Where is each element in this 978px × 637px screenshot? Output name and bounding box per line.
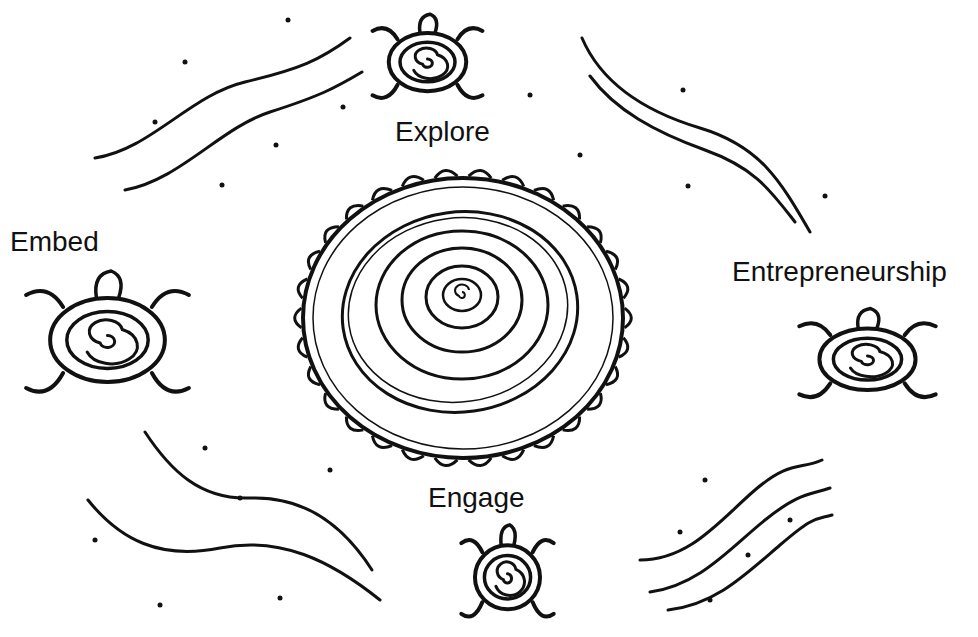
sun-ray bbox=[625, 308, 632, 328]
sun bbox=[295, 170, 632, 465]
sun-ring bbox=[336, 204, 579, 417]
dot bbox=[708, 598, 713, 603]
dot bbox=[93, 538, 98, 543]
turtle-icon bbox=[365, 8, 490, 112]
turtle-stroke bbox=[152, 373, 189, 392]
turtle-stroke bbox=[26, 291, 63, 307]
wave bbox=[668, 515, 832, 610]
turtle-stroke bbox=[461, 540, 482, 552]
sun-ring bbox=[402, 248, 522, 352]
dot bbox=[278, 596, 283, 601]
sun-ring bbox=[376, 231, 548, 379]
node-label: Engage bbox=[428, 482, 525, 514]
turtle-stroke bbox=[87, 320, 137, 364]
turtle-node: Embed bbox=[15, 262, 200, 412]
sun-ring bbox=[303, 178, 623, 458]
dot bbox=[578, 153, 583, 158]
wave bbox=[650, 488, 830, 592]
sun-rays bbox=[295, 170, 632, 465]
sun-spiral bbox=[455, 285, 469, 298]
turtle-stroke bbox=[414, 48, 448, 79]
node-label: Embed bbox=[10, 226, 99, 258]
dot bbox=[274, 143, 279, 148]
turtle-stroke bbox=[96, 271, 121, 298]
turtle-stroke bbox=[420, 14, 437, 33]
wave bbox=[640, 460, 822, 560]
turtle-stroke bbox=[461, 602, 482, 616]
dot bbox=[238, 496, 243, 501]
turtle-stroke bbox=[373, 28, 398, 39]
sun-ring bbox=[329, 197, 591, 428]
turtle-stroke bbox=[458, 85, 483, 98]
turtle-stroke bbox=[833, 338, 901, 380]
turtle-stroke bbox=[458, 28, 483, 39]
turtle-stroke bbox=[799, 383, 830, 397]
dot bbox=[153, 120, 158, 125]
dot bbox=[286, 18, 291, 23]
turtle-stroke bbox=[50, 298, 165, 382]
dot bbox=[746, 553, 751, 558]
turtle-stroke bbox=[905, 323, 936, 335]
sun-ring bbox=[426, 266, 498, 328]
turtle-stroke bbox=[533, 602, 554, 616]
turtle-stroke bbox=[533, 540, 554, 552]
wave bbox=[125, 72, 362, 190]
turtle-stroke bbox=[26, 373, 63, 392]
turtle-stroke bbox=[389, 33, 467, 91]
dot bbox=[183, 60, 188, 65]
node-label: Entrepreneurship bbox=[732, 256, 947, 288]
dot bbox=[681, 88, 686, 93]
sun-ray bbox=[295, 308, 302, 328]
turtle-stroke bbox=[501, 525, 515, 546]
turtle-stroke bbox=[858, 309, 879, 329]
dot bbox=[823, 194, 828, 199]
turtle-node: Explore bbox=[365, 8, 490, 112]
dot bbox=[158, 603, 163, 608]
turtle-stroke bbox=[400, 42, 455, 82]
turtle-stroke bbox=[799, 323, 830, 335]
dot bbox=[203, 446, 208, 451]
turtle-stroke bbox=[905, 383, 936, 397]
turtle-stroke bbox=[850, 344, 892, 376]
dot bbox=[686, 184, 691, 189]
dots bbox=[93, 18, 828, 608]
turtle-icon bbox=[790, 302, 945, 412]
dot bbox=[703, 478, 708, 483]
turtle-stroke bbox=[67, 312, 148, 369]
dot bbox=[220, 183, 225, 188]
wave bbox=[582, 38, 810, 232]
dot bbox=[341, 105, 346, 110]
dot bbox=[678, 530, 683, 535]
turtle-stroke bbox=[373, 85, 398, 98]
sun-ring bbox=[313, 187, 613, 449]
dot bbox=[788, 518, 793, 523]
turtle-node: Entrepreneurship bbox=[790, 302, 945, 412]
turtle-stroke bbox=[484, 556, 530, 599]
wavy-lines bbox=[88, 38, 832, 610]
turtle-node: Engage bbox=[455, 518, 560, 632]
wave bbox=[145, 432, 372, 570]
turtle-icon bbox=[455, 518, 560, 632]
turtle-stroke bbox=[475, 545, 540, 609]
wave bbox=[590, 76, 795, 222]
turtle-stroke bbox=[152, 291, 189, 307]
dot bbox=[328, 468, 333, 473]
node-label: Explore bbox=[395, 116, 490, 148]
wave bbox=[88, 500, 380, 600]
turtle-stroke bbox=[819, 328, 915, 390]
dot bbox=[528, 93, 533, 98]
sun-ring bbox=[443, 279, 481, 311]
turtle-stroke bbox=[496, 562, 525, 596]
turtle-icon bbox=[15, 262, 200, 412]
